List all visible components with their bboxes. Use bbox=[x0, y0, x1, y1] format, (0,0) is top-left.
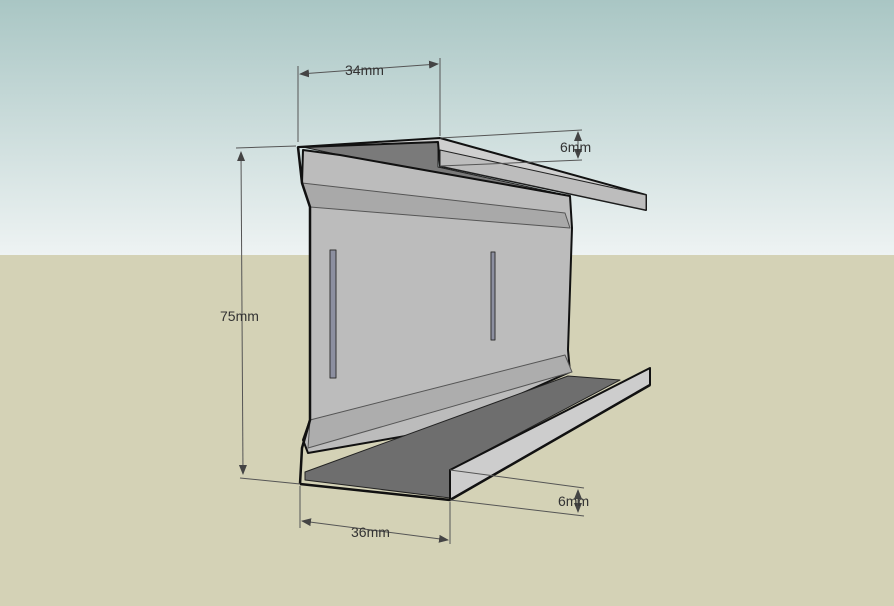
dim-bottom-width: 36mm bbox=[351, 524, 390, 540]
c-channel-profile bbox=[296, 137, 651, 502]
left-edge bbox=[296, 146, 312, 485]
lower-groove bbox=[307, 354, 573, 449]
dim-height: 75mm bbox=[220, 308, 259, 324]
web-slot-left bbox=[329, 249, 337, 379]
dim-top-width: 34mm bbox=[345, 62, 384, 78]
dim-top-lip: 6mm bbox=[560, 139, 591, 155]
dimension-lines bbox=[235, 58, 585, 544]
web-slot-right bbox=[490, 251, 496, 341]
dim-bottom-lip: 6mm bbox=[558, 493, 589, 509]
top-flange-lip bbox=[439, 149, 647, 211]
